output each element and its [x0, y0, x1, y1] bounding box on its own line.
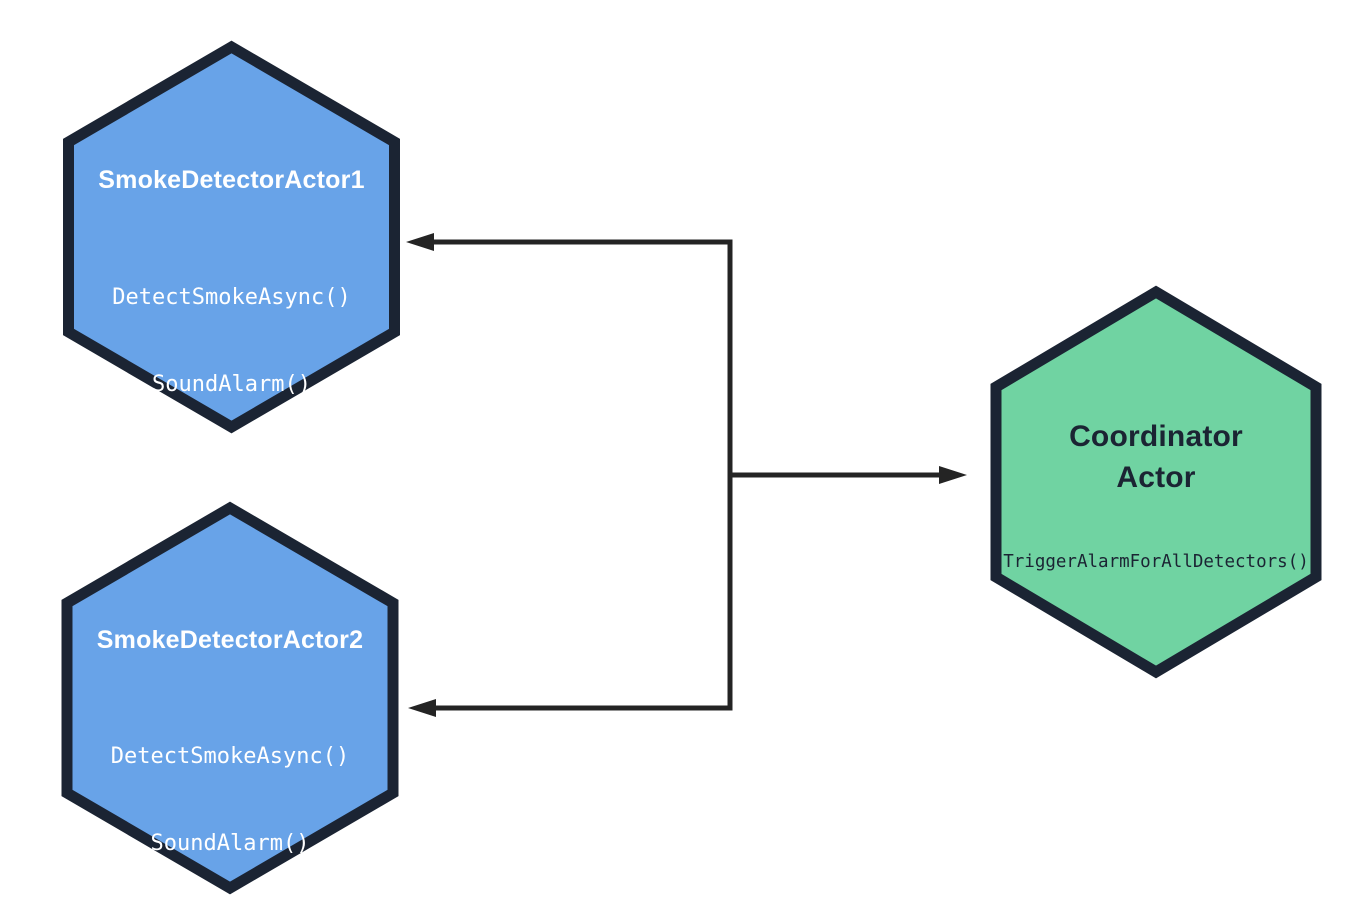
node-coordinator-title-line-1: Coordinator	[1069, 420, 1243, 453]
arrowhead-into-coordinator	[939, 466, 967, 484]
method-sound-alarm: SoundAlarm()	[150, 831, 310, 856]
arrowhead-into-detector-2	[408, 699, 436, 717]
node-smoke-detector-2-title: SmokeDetectorActor2	[96, 626, 364, 654]
node-smoke-detector-2-hexagon	[61, 501, 399, 895]
connector-t-line	[433, 239, 733, 711]
arrowhead-into-detector-1	[406, 233, 434, 251]
node-coordinator-title-line-2: Actor	[1116, 461, 1196, 494]
method-sound-alarm: SoundAlarm()	[152, 372, 311, 397]
node-smoke-detector-2-methods: DetectSmokeAsync() SoundAlarm() ClearAla…	[62, 684, 398, 904]
connector-lines	[406, 233, 967, 717]
method-detect-smoke-async: DetectSmokeAsync()	[112, 285, 351, 310]
node-coordinator-hexagon	[990, 285, 1322, 679]
node-smoke-detector-1-hexagon	[63, 40, 400, 434]
node-coordinator-methods: TriggerAlarmForAllDetectors()	[976, 510, 1336, 615]
method-detect-smoke-async: DetectSmokeAsync()	[110, 744, 350, 769]
method-clear-alarm: ClearAlarm()	[152, 459, 311, 484]
node-smoke-detector-1-methods: DetectSmokeAsync() SoundAlarm() ClearAla…	[63, 225, 400, 544]
node-coordinator-title: Coordinator Actor	[996, 416, 1316, 498]
node-smoke-detector-1-title: SmokeDetectorActor1	[98, 166, 365, 194]
method-trigger-alarm-for-all-detectors: TriggerAlarmForAllDetectors()	[1003, 552, 1309, 572]
